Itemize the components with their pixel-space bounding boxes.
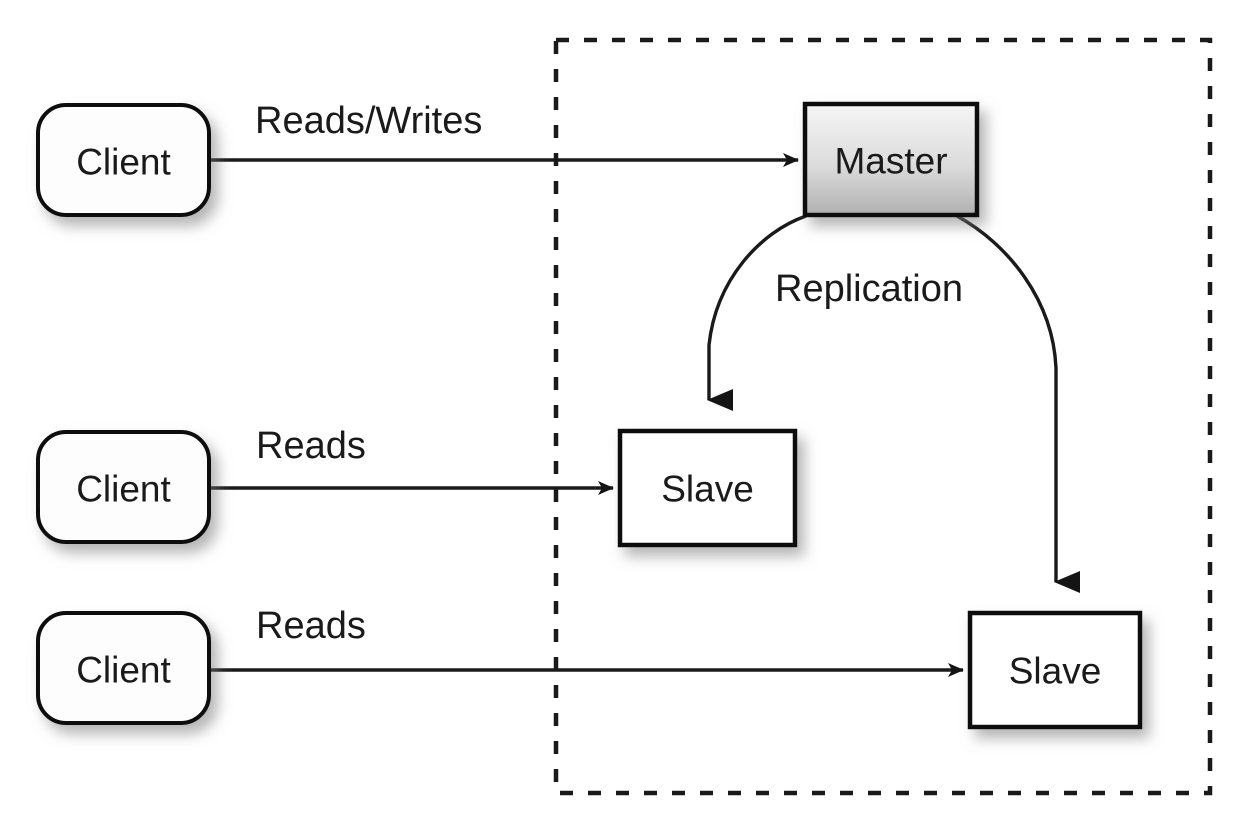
replication-boundary <box>553 37 1213 796</box>
client-top-label: Client <box>76 142 171 183</box>
client-middle-shape <box>36 430 211 544</box>
client-middle-label: Client <box>76 469 171 510</box>
master-shape <box>802 101 980 218</box>
node-master[interactable]: Master <box>802 101 980 218</box>
edge-master-to-slave-middle <box>707 214 807 411</box>
client-bottom-shape <box>36 611 211 725</box>
node-client-bottom[interactable]: Client <box>36 611 211 725</box>
edge-label-replication: Replication <box>775 268 963 310</box>
node-client-top[interactable]: Client <box>36 103 211 217</box>
node-slave-middle[interactable]: Slave <box>617 428 798 548</box>
edge-label-reads-bottom: Reads <box>256 605 366 647</box>
edge-label-reads-middle: Reads <box>256 425 366 467</box>
client-top-shape <box>36 103 211 217</box>
client-bottom-label: Client <box>76 650 171 691</box>
edge-label-reads-writes: Reads/Writes <box>255 100 482 142</box>
slave-middle-label: Slave <box>661 469 754 510</box>
node-slave-bottom[interactable]: Slave <box>967 610 1143 730</box>
slave-bottom-shape <box>967 610 1143 730</box>
slave-middle-shape <box>617 428 798 548</box>
edge-master-to-slave-bottom <box>956 214 1080 593</box>
slave-bottom-label: Slave <box>1009 651 1102 692</box>
master-label: Master <box>834 141 947 182</box>
node-client-middle[interactable]: Client <box>36 430 211 544</box>
